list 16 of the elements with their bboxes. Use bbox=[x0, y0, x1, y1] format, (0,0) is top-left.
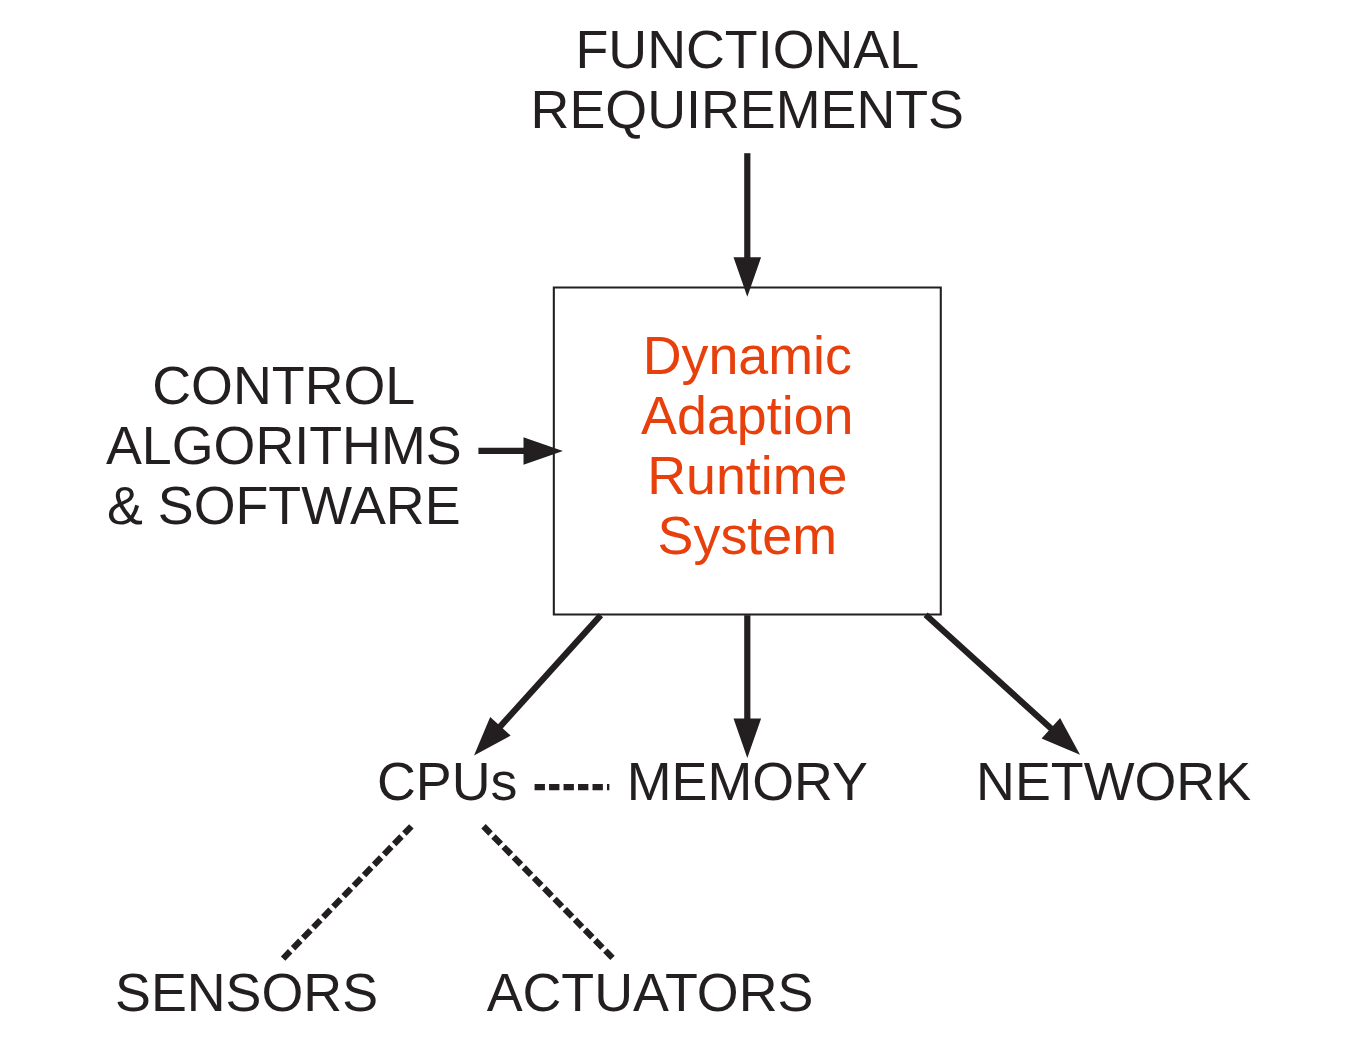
connector bbox=[279, 824, 414, 962]
node-text: SENSORS bbox=[115, 962, 379, 1023]
arrow bbox=[478, 437, 563, 465]
node-text: CONTROL ALGORITHMS & SOFTWARE bbox=[105, 355, 462, 536]
arrow bbox=[733, 615, 762, 758]
node-text: NETWORK bbox=[976, 751, 1252, 812]
node-text: ACTUATORS bbox=[486, 962, 814, 1023]
node-text: MEMORY bbox=[626, 751, 868, 812]
node-text: FUNCTIONAL REQUIREMENTS bbox=[530, 18, 965, 139]
connector bbox=[481, 824, 617, 962]
arrow bbox=[733, 153, 762, 297]
arrow bbox=[923, 612, 1081, 755]
arrow bbox=[474, 613, 604, 756]
node-text: CPUs bbox=[377, 751, 518, 812]
connector bbox=[534, 784, 610, 791]
node-box: Dynamic Adaption Runtime System bbox=[552, 286, 942, 616]
